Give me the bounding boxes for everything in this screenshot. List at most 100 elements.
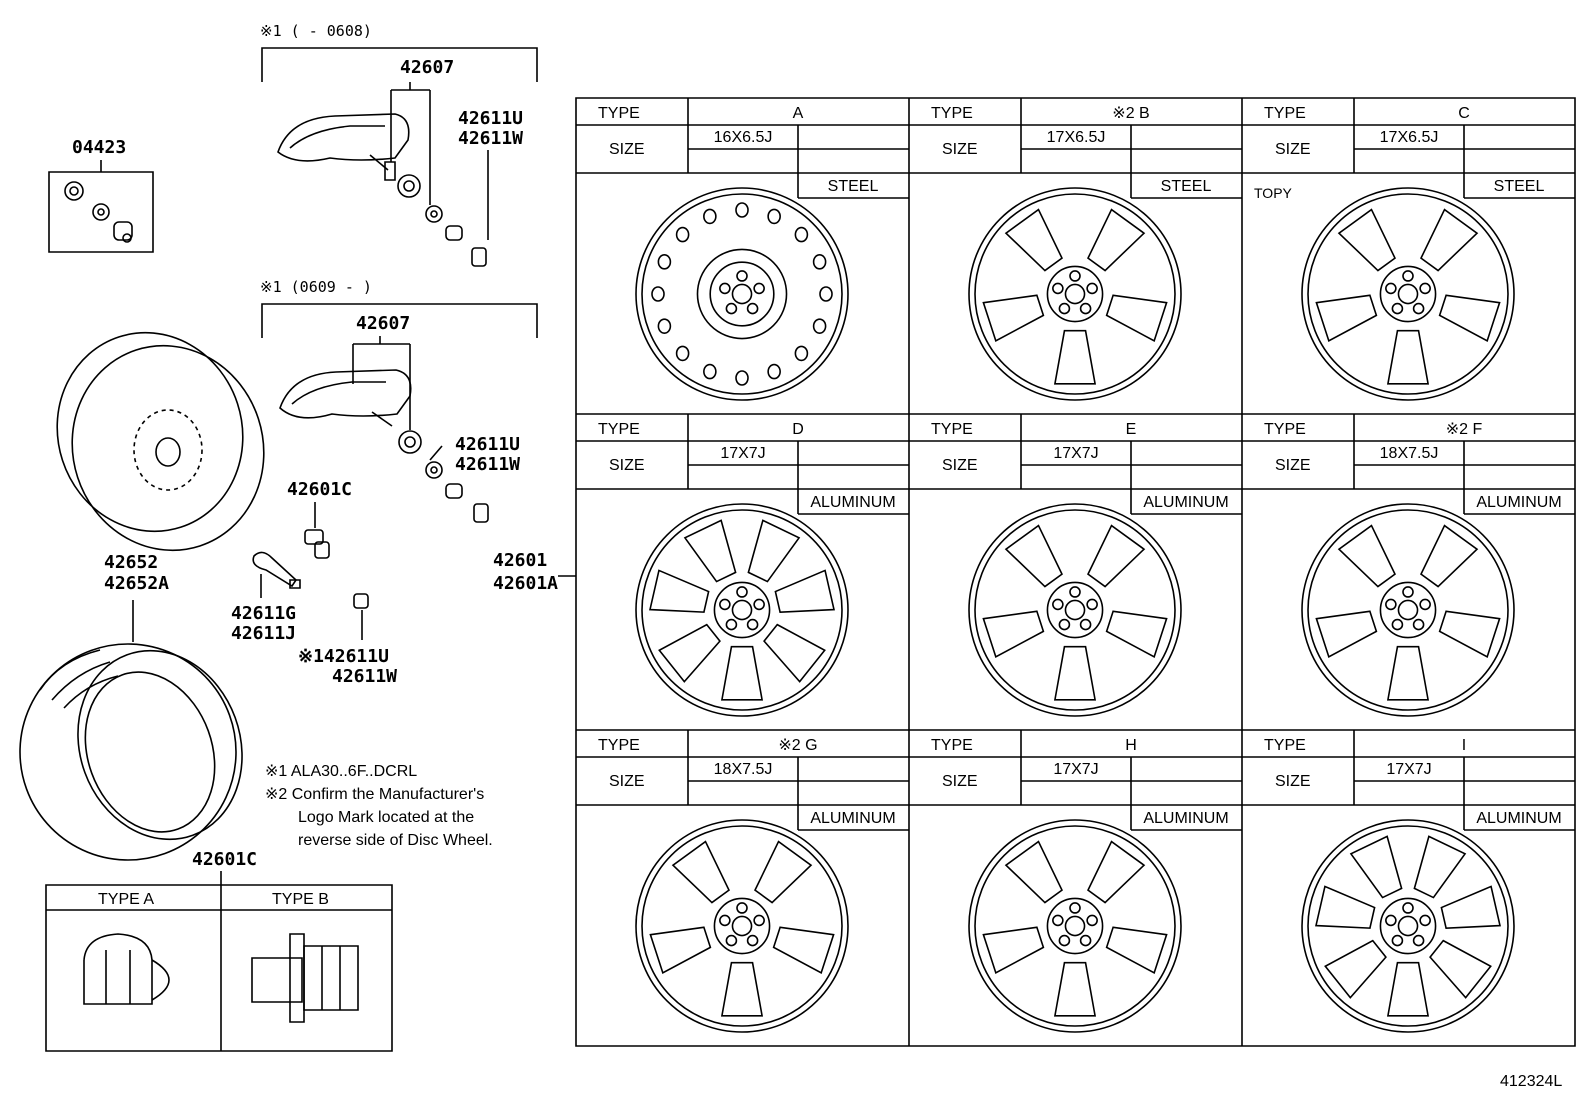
wheel-cell xyxy=(909,414,1242,716)
nut-table xyxy=(46,885,392,1051)
wheel-cell xyxy=(1242,414,1575,716)
wheel-size-value: 17X6.5J xyxy=(1380,129,1439,146)
wheel-material-value: ALUMINUM xyxy=(1143,810,1228,827)
tire-icon xyxy=(0,614,268,891)
type-label: TYPE xyxy=(931,737,973,754)
cap-number-1a: 42611U xyxy=(458,108,523,129)
wheel-type-value: ※2 G xyxy=(778,737,817,754)
wheel-cell xyxy=(576,98,909,400)
wheel-type-value: A xyxy=(793,105,804,122)
size-label: SIZE xyxy=(1275,141,1311,158)
wheel-icon xyxy=(636,504,848,716)
type-label: TYPE xyxy=(931,105,973,122)
sensor-number-1: 42607 xyxy=(400,57,454,78)
type-label: TYPE xyxy=(1264,737,1306,754)
valve-stem-icon xyxy=(253,530,329,588)
valve-kit-number: 04423 xyxy=(72,137,126,158)
valve-number-g: 42611G xyxy=(231,603,296,624)
sensor-number-2: 42607 xyxy=(356,313,410,334)
cap-number-3b: 42611W xyxy=(332,666,397,687)
size-label: SIZE xyxy=(942,141,978,158)
diagram-id: 412324L xyxy=(1500,1073,1562,1090)
wheel-size-value: 18X7.5J xyxy=(1380,445,1439,462)
wheel-icon xyxy=(1302,820,1514,1032)
type-label: TYPE xyxy=(1264,421,1306,438)
wheel-type-value: E xyxy=(1126,421,1137,438)
tpms-sensor-icon-1 xyxy=(278,114,486,266)
valve-cap-icon xyxy=(354,594,368,608)
wheel-cell xyxy=(1242,98,1575,400)
wheel-icon xyxy=(969,820,1181,1032)
note-line-4: reverse side of Disc Wheel. xyxy=(298,832,493,849)
cap-number-1b: 42611W xyxy=(458,128,523,149)
topy-label: TOPY xyxy=(1254,185,1293,201)
wheel-material-value: STEEL xyxy=(828,178,879,195)
cap-number-3a: ※142611U xyxy=(298,646,389,667)
size-label: SIZE xyxy=(609,457,645,474)
size-label: SIZE xyxy=(1275,773,1311,790)
wheel-size-value: 16X6.5J xyxy=(714,129,773,146)
valve-kit-parts-icon xyxy=(65,182,132,242)
acorn-nut-icon xyxy=(84,934,169,1004)
wheel-number-a: 42601 xyxy=(493,550,547,571)
type-label: TYPE xyxy=(1264,105,1306,122)
wheel-material-value: ALUMINUM xyxy=(1476,810,1561,827)
size-label: SIZE xyxy=(609,141,645,158)
wheel-cell xyxy=(576,730,909,1032)
size-label: SIZE xyxy=(1275,457,1311,474)
wheel-size-value: 18X7.5J xyxy=(714,761,773,778)
wheel-type-value: C xyxy=(1458,105,1470,122)
nut-number-c: 42601C xyxy=(287,479,352,500)
nut-type-b-header: TYPE B xyxy=(272,891,329,908)
wheel-cell xyxy=(1242,730,1575,1032)
size-label: SIZE xyxy=(942,773,978,790)
wheel-type-value: I xyxy=(1462,737,1466,754)
type-label: TYPE xyxy=(931,421,973,438)
wheel-size-value: 17X7J xyxy=(720,445,765,462)
tire-perspective-icon xyxy=(32,308,291,575)
wheel-icon xyxy=(969,188,1181,400)
wheel-material-value: ALUMINUM xyxy=(810,494,895,511)
bracket1-note: ※1 ( - 0608) xyxy=(260,22,372,40)
note-line-2: ※2 Confirm the Manufacturer's xyxy=(265,786,484,803)
type-label: TYPE xyxy=(598,105,640,122)
wheel-icon xyxy=(636,820,848,1032)
wheel-type-value: ※2 F xyxy=(1446,421,1483,438)
tire-number-a: 42652 xyxy=(104,552,158,573)
wheel-cell xyxy=(576,414,909,716)
wheel-icon xyxy=(969,504,1181,716)
wheel-size-value: 17X7J xyxy=(1053,761,1098,778)
note-line-1: ※1 ALA30..6F..DCRL xyxy=(265,763,417,780)
note-line-3: Logo Mark located at the xyxy=(298,809,474,826)
wheel-type-value: D xyxy=(792,421,804,438)
wheel-table: TYPE SIZE A 16X6.5J STEEL TYPE SIZE ※2 B 17X6.5J… xyxy=(576,98,1575,1046)
wheel-icon xyxy=(1302,504,1514,716)
wheel-size-value: 17X6.5J xyxy=(1047,129,1106,146)
wheel-icon xyxy=(636,188,848,400)
nut-number-bottom: 42601C xyxy=(192,849,257,870)
wheel-type-value: H xyxy=(1125,737,1137,754)
tpms-sensor-icon-2 xyxy=(280,370,488,522)
wheel-cell xyxy=(909,730,1242,1032)
wheel-material-value: ALUMINUM xyxy=(1476,494,1561,511)
wheel-material-value: STEEL xyxy=(1494,178,1545,195)
valve-kit-box xyxy=(49,172,153,252)
wheel-size-value: 17X7J xyxy=(1386,761,1431,778)
flange-nut-icon xyxy=(252,934,358,1022)
wheel-number-b: 42601A xyxy=(493,573,558,594)
size-label: SIZE xyxy=(609,773,645,790)
wheel-type-value: ※2 B xyxy=(1112,105,1149,122)
wheel-material-value: ALUMINUM xyxy=(810,810,895,827)
wheel-size-value: 17X7J xyxy=(1053,445,1098,462)
cap-number-2a: 42611U xyxy=(455,434,520,455)
nut-type-a-header: TYPE A xyxy=(98,891,154,908)
tire-number-b: 42652A xyxy=(104,573,169,594)
wheel-material-value: ALUMINUM xyxy=(1143,494,1228,511)
wheel-cell xyxy=(909,98,1242,400)
cap-number-2b: 42611W xyxy=(455,454,520,475)
wheel-icon xyxy=(1302,188,1514,400)
valve-number-j: 42611J xyxy=(231,623,296,644)
type-label: TYPE xyxy=(598,737,640,754)
size-label: SIZE xyxy=(942,457,978,474)
